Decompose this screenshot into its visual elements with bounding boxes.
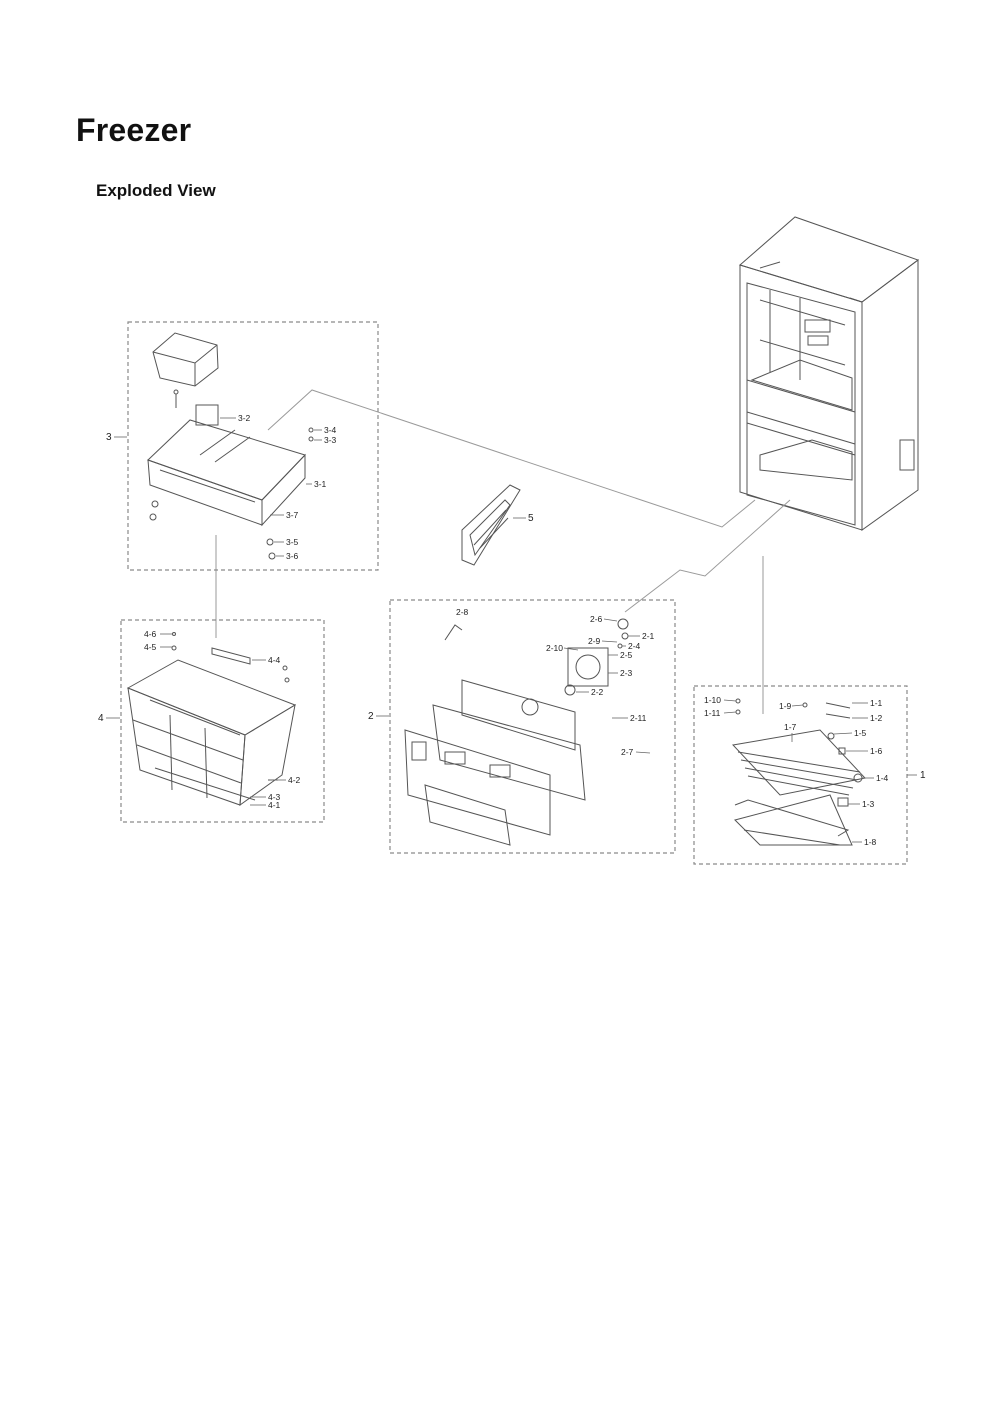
page-title: Freezer xyxy=(76,112,192,148)
part-labels-group-3: 3-2 3-4 3-3 3-1 3-7 3-5 3-6 xyxy=(220,413,337,561)
part-label: 1-9 xyxy=(779,701,792,711)
part-label: 3-4 xyxy=(324,425,337,435)
part-labels-group-4: 4-6 4-5 4-4 4-2 4-3 4-1 xyxy=(144,629,301,810)
part-label: 2-7 xyxy=(621,747,634,757)
part-label: 1-11 xyxy=(704,708,721,718)
part-label: 1-2 xyxy=(870,713,883,723)
page-subtitle: Exploded View xyxy=(96,181,216,200)
connector-lines xyxy=(215,389,791,714)
part-label: 1-3 xyxy=(862,799,875,809)
part-label: 4-2 xyxy=(288,775,301,785)
part-labels-group-2: 2-8 2-6 2-1 2-9 2-4 2-10 2-5 2-3 2-2 2-1… xyxy=(456,607,655,757)
part-label: 1-4 xyxy=(876,773,889,783)
part-label: 3-5 xyxy=(286,537,299,547)
part-label: 2-1 xyxy=(642,631,655,641)
part-label: 4-1 xyxy=(268,800,281,810)
part-label: 2-6 xyxy=(590,614,603,624)
group-2-box xyxy=(389,599,676,854)
group-label-4: 4 xyxy=(98,713,104,724)
part-label: 2-4 xyxy=(628,641,641,651)
group-4-box xyxy=(120,619,325,823)
group-label-3: 3 xyxy=(106,432,112,443)
group-labels: 3 4 2 1 5 xyxy=(98,432,926,781)
part-label: 2-3 xyxy=(620,668,633,678)
part-labels-group-1: 1-10 1-11 1-9 1-1 1-2 1-7 1-5 1-6 1-4 1-… xyxy=(704,695,889,847)
part-label: 1-10 xyxy=(704,695,721,705)
part-label: 2-8 xyxy=(456,607,469,617)
evaporator-cover-assembly xyxy=(404,618,629,846)
part-label: 2-2 xyxy=(591,687,604,697)
group-3-box xyxy=(127,321,379,571)
refrigerator-cabinet xyxy=(738,216,920,531)
part-label: 3-7 xyxy=(286,510,299,520)
group-label-2: 2 xyxy=(368,711,374,722)
part-label: 4-3 xyxy=(268,792,281,802)
part-label: 4-6 xyxy=(144,629,157,639)
part-label: 2-11 xyxy=(630,713,647,723)
part-label: 1-8 xyxy=(864,837,877,847)
drawer-assembly xyxy=(147,332,314,560)
vent-grille xyxy=(461,484,521,566)
part-label: 1-6 xyxy=(870,746,883,756)
part-label: 3-3 xyxy=(324,435,337,445)
part-label: 2-5 xyxy=(620,650,633,660)
basket-assembly xyxy=(126,632,297,807)
part-label: 3-2 xyxy=(238,413,251,423)
part-label: 2-10 xyxy=(546,643,563,653)
group-label-5: 5 xyxy=(528,513,534,524)
part-label: 1-5 xyxy=(854,728,867,738)
part-label: 4-4 xyxy=(268,655,281,665)
evaporator-assembly xyxy=(731,698,866,846)
part-label: 1-1 xyxy=(870,698,883,708)
part-label: 3-6 xyxy=(286,551,299,561)
part-label: 2-9 xyxy=(588,636,601,646)
part-label: 3-1 xyxy=(314,479,327,489)
group-label-1: 1 xyxy=(920,770,926,781)
part-label: 4-5 xyxy=(144,642,157,652)
part-label: 1-7 xyxy=(784,722,797,732)
